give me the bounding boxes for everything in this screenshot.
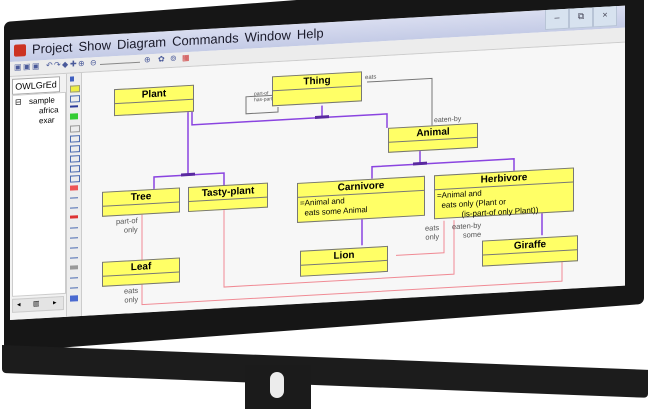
separator-tool-icon[interactable]: [70, 265, 78, 270]
stand-cable-hole: [270, 372, 284, 398]
frame-tool-icon[interactable]: [70, 295, 78, 302]
close-button[interactable]: ×: [593, 5, 617, 28]
subclass-tool-icon[interactable]: [70, 237, 78, 239]
package-tool-icon[interactable]: [70, 113, 78, 120]
fit-icon[interactable]: ⊕: [78, 58, 85, 69]
line-tool-icon[interactable]: [70, 105, 78, 108]
forward-icon[interactable]: ✚: [70, 59, 77, 69]
class-name: Thing: [273, 72, 361, 92]
class-name: Animal: [389, 123, 477, 143]
class-tasty-plant[interactable]: Tasty-plant: [188, 182, 268, 213]
zoom-in-icon[interactable]: ⊕: [144, 55, 151, 65]
layout-icon[interactable]: ▦: [182, 52, 190, 63]
inverse-tool-icon[interactable]: [70, 277, 78, 279]
diagram-canvas[interactable]: Thing Plant Animal Tree Tasty-plant Carn…: [82, 42, 625, 316]
diagram-connectors: [141, 77, 563, 306]
class-animal[interactable]: Animal: [388, 122, 478, 153]
tree-expander-icon[interactable]: ⊟: [15, 97, 22, 107]
restriction-tool-icon[interactable]: [70, 135, 80, 143]
horizontal-scrollbar[interactable]: ◂ ▥ ▸: [12, 295, 64, 313]
generalization-tool-icon[interactable]: [70, 215, 78, 219]
minimize-button[interactable]: –: [545, 5, 569, 31]
scroll-thumb[interactable]: ▥: [33, 300, 40, 308]
scroll-right-icon[interactable]: ▸: [53, 299, 57, 307]
zoom-out-icon[interactable]: ⊖: [90, 58, 97, 68]
back-icon[interactable]: ◆: [62, 59, 69, 70]
thing-self-property-line: [245, 94, 279, 115]
menu-project[interactable]: Project: [32, 39, 73, 57]
class-name: Plant: [115, 85, 193, 105]
pointer-tool-icon[interactable]: [70, 76, 74, 82]
class-tool-icon[interactable]: [70, 85, 80, 93]
scroll-left-icon[interactable]: ◂: [17, 301, 21, 309]
menu-help[interactable]: Help: [296, 25, 324, 42]
class-name: Tasty-plant: [189, 183, 267, 202]
class-plant[interactable]: Plant: [114, 84, 194, 117]
herbivore-eats-label: eats only: [425, 223, 440, 242]
tree-part-of-label: part-of only: [116, 215, 138, 235]
thing-generalization-fork: [315, 115, 329, 119]
redo-icon[interactable]: ↷: [54, 60, 61, 70]
restore-button[interactable]: ⧉: [569, 5, 593, 29]
plant-generalization-line: [153, 112, 225, 189]
class-name: Tree: [103, 188, 179, 207]
open-icon[interactable]: ▣: [14, 62, 22, 72]
class-lion[interactable]: Lion: [300, 245, 388, 277]
union-tool-icon[interactable]: [70, 145, 80, 153]
class-herbivore[interactable]: Herbivore =Animal and eats only (Plant o…: [434, 167, 574, 220]
animal-generalization-fork: [413, 161, 427, 166]
equivalent-tool-icon[interactable]: [70, 227, 78, 229]
intersection-tool-icon[interactable]: [70, 155, 80, 163]
class-name: Lion: [301, 246, 387, 266]
eats-label: eats: [365, 74, 377, 82]
herbivore-eaten-by-label: eaten-by some: [452, 220, 482, 240]
ontology-icon[interactable]: ✿: [158, 54, 165, 64]
tree-item-example[interactable]: exar: [39, 115, 55, 126]
leaf-giraffe-association-line: [141, 261, 563, 306]
tool-palette: [67, 72, 82, 317]
class-name: Leaf: [103, 258, 179, 277]
plant-generalization-fork: [181, 172, 195, 177]
menu-show[interactable]: Show: [78, 37, 111, 55]
leaf-eats-label: eats only: [124, 285, 139, 305]
class-leaf[interactable]: Leaf: [102, 257, 180, 287]
app-logo-icon: [14, 43, 26, 57]
app-window: Project Show Diagram Commands Window Hel…: [10, 5, 625, 321]
animal-generalization-line: [371, 149, 515, 179]
monitor-bottom-bezel: [2, 345, 648, 398]
tree-item-sample[interactable]: sample: [29, 95, 55, 106]
comment-tool-icon[interactable]: [70, 125, 80, 133]
thing-self-label-b: has-part: [254, 96, 273, 104]
enum-tool-icon[interactable]: [70, 95, 80, 103]
thing-generalization-line: [191, 105, 388, 128]
link-tool-icon[interactable]: [70, 207, 78, 209]
settings-icon[interactable]: ⊚: [170, 53, 177, 64]
folder-icon[interactable]: ▣: [23, 61, 31, 72]
association-tool-icon[interactable]: [70, 197, 78, 199]
menu-commands[interactable]: Commands: [172, 30, 239, 49]
dependency-tool-icon[interactable]: [70, 247, 78, 249]
class-carnivore[interactable]: Carnivore =Animal and eats some Animal: [297, 175, 425, 223]
class-giraffe[interactable]: Giraffe: [482, 235, 578, 267]
undo-icon[interactable]: ↶: [46, 60, 53, 70]
property-tool-icon[interactable]: [70, 287, 78, 289]
menu-window[interactable]: Window: [244, 27, 291, 45]
dashed-link-tool-icon[interactable]: [70, 257, 78, 259]
lion-association-line: [396, 220, 445, 256]
class-name: Giraffe: [483, 236, 577, 256]
tree-item-africa[interactable]: africa: [39, 105, 59, 116]
individual-tool-icon[interactable]: [70, 185, 78, 191]
project-tree: ⊟ sample africa exar: [12, 91, 66, 297]
class-tree[interactable]: Tree: [102, 187, 180, 217]
project-panel: OWLGrEd ⊟ sample africa exar ◂ ▥ ▸: [10, 73, 67, 320]
zoom-slider[interactable]: [100, 61, 140, 65]
complement-tool-icon[interactable]: [70, 165, 80, 173]
class-thing[interactable]: Thing: [272, 71, 362, 107]
eats-property-line: [367, 77, 433, 126]
disjoint-tool-icon[interactable]: [70, 175, 80, 183]
save-icon[interactable]: ▣: [32, 61, 40, 71]
tasty-plant-association-line: [223, 210, 455, 288]
menu-diagram[interactable]: Diagram: [117, 34, 167, 53]
